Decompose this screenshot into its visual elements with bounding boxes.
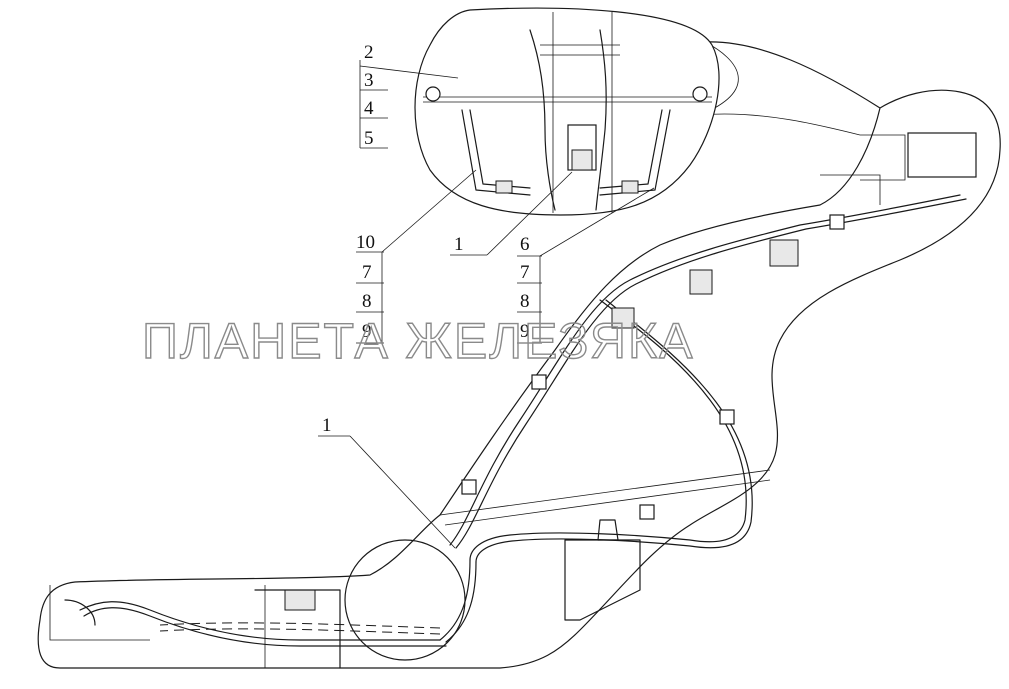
callout-1-center: 1 (454, 234, 464, 255)
callout-10: 10 (356, 232, 375, 253)
callout-7-left: 7 (362, 262, 372, 283)
callout-6: 6 (520, 234, 530, 255)
leader-lines (318, 60, 655, 549)
main-body-outline (37, 41, 1001, 669)
callout-7-right: 7 (520, 262, 530, 283)
watermark-text: ПЛАНЕТА ЖЕЛЕЗЯКА (142, 313, 694, 369)
callout-5: 5 (364, 128, 374, 149)
callout-4: 4 (364, 98, 374, 119)
connectors (284, 132, 977, 611)
callout-9-left: 9 (362, 321, 372, 342)
cable-harness (79, 194, 967, 647)
lower-components (49, 469, 771, 669)
callout-3: 3 (364, 70, 374, 91)
callout-8-left: 8 (362, 291, 372, 312)
callout-8-right: 8 (520, 291, 530, 312)
inset-panel (414, 7, 720, 216)
callout-1-lower: 1 (322, 415, 332, 436)
callout-9-right: 9 (520, 321, 530, 342)
callout-labels: 2 3 4 5 10 7 8 9 1 6 7 8 9 1 (322, 42, 530, 436)
callout-2: 2 (364, 42, 374, 63)
